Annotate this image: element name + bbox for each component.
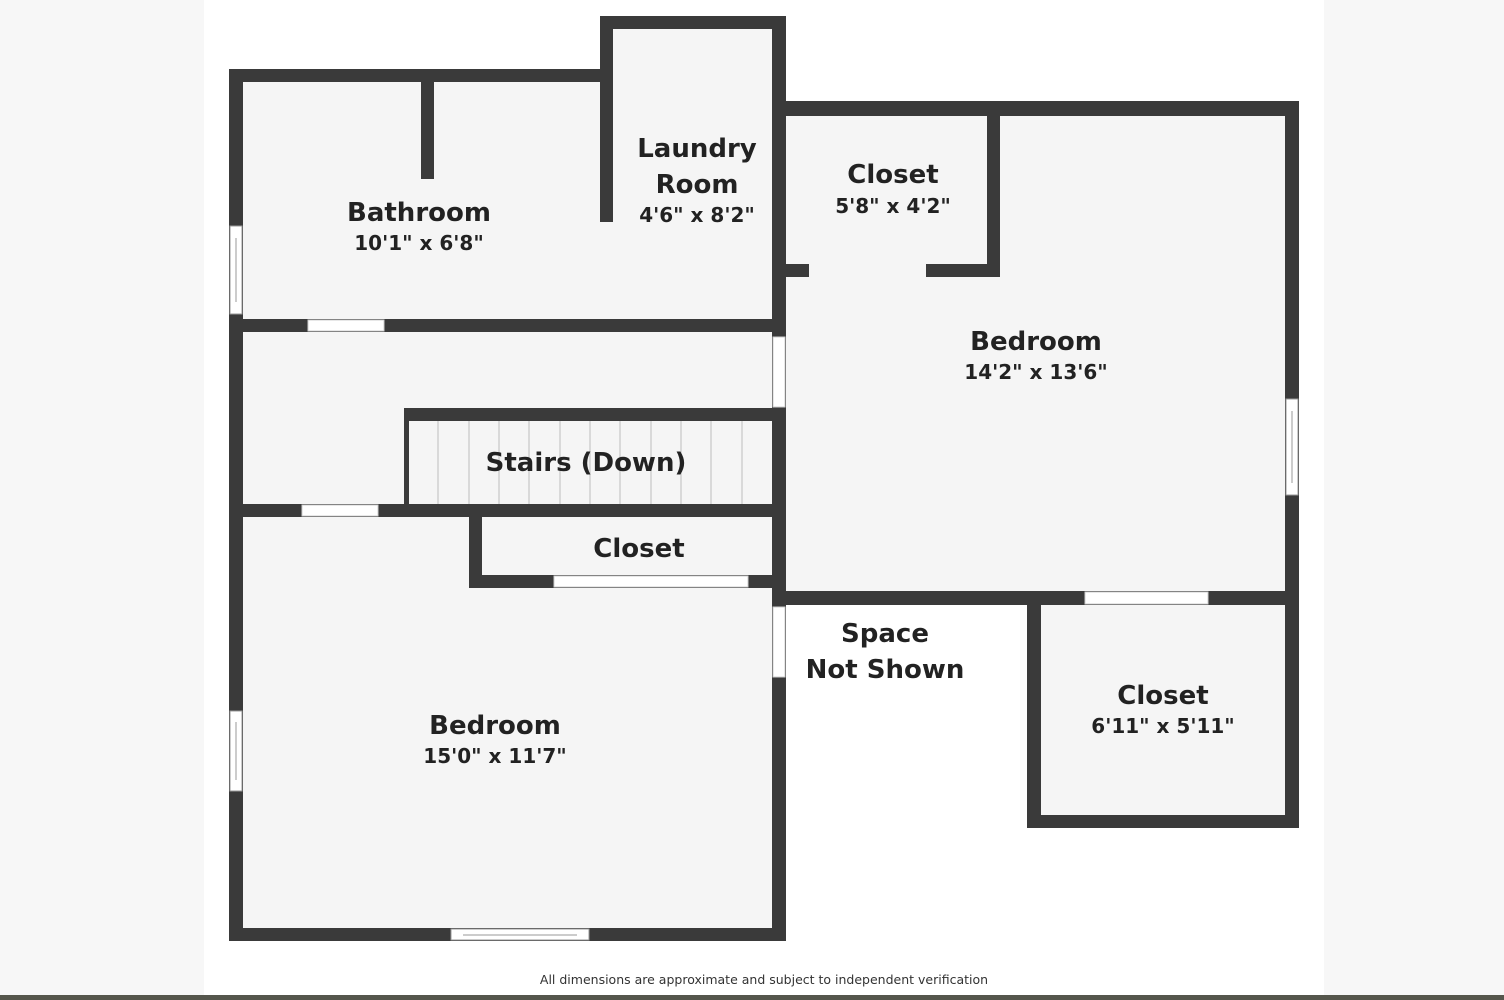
wall bbox=[779, 264, 809, 277]
dims-bathroom: 10'1" x 6'8" bbox=[354, 231, 484, 255]
label-closet-mid: Closet bbox=[593, 534, 684, 564]
wall bbox=[772, 16, 786, 941]
wall bbox=[229, 69, 607, 82]
label-closet-right: Closet bbox=[1117, 681, 1208, 711]
disclaimer-text: All dimensions are approximate and subje… bbox=[539, 972, 989, 987]
dims-closet-right: 6'11" x 5'11" bbox=[1091, 714, 1234, 738]
room-labels: Bathroom 10'1" x 6'8" Laundry Room 4'6" … bbox=[347, 134, 1235, 768]
dims-bedroom-right: 14'2" x 13'6" bbox=[964, 360, 1107, 384]
doorway bbox=[307, 319, 385, 332]
label-space-1: Space bbox=[841, 619, 929, 649]
wall bbox=[404, 408, 409, 511]
doorway bbox=[772, 336, 786, 408]
wall bbox=[600, 16, 786, 29]
wall bbox=[1027, 815, 1299, 828]
label-space-2: Not Shown bbox=[806, 655, 965, 685]
label-bathroom: Bathroom bbox=[347, 198, 491, 228]
doorway bbox=[772, 606, 786, 678]
bottom-bar bbox=[0, 995, 1504, 1000]
wall bbox=[404, 408, 786, 421]
wall bbox=[987, 108, 1000, 277]
label-laundry-2: Room bbox=[656, 170, 739, 200]
label-laundry-1: Laundry bbox=[637, 134, 757, 164]
wall bbox=[926, 264, 1000, 277]
stair-treads bbox=[437, 421, 743, 505]
label-closet-top: Closet bbox=[847, 160, 938, 190]
floor-closet-right bbox=[1034, 598, 1292, 822]
wall bbox=[421, 76, 434, 179]
floor-bedroom-right bbox=[779, 108, 1292, 598]
label-stairs: Stairs (Down) bbox=[486, 448, 687, 478]
wall bbox=[1027, 591, 1041, 828]
floors bbox=[236, 22, 1292, 934]
wall bbox=[469, 504, 482, 588]
doorway bbox=[301, 504, 379, 517]
wall bbox=[779, 101, 1299, 116]
label-bedroom-right: Bedroom bbox=[970, 327, 1102, 357]
wall bbox=[600, 16, 613, 222]
dims-closet-top: 5'8" x 4'2" bbox=[835, 194, 951, 218]
doorway bbox=[1084, 591, 1209, 605]
door-openings bbox=[301, 319, 1209, 678]
dims-laundry: 4'6" x 8'2" bbox=[639, 203, 755, 227]
label-bedroom-left: Bedroom bbox=[429, 711, 561, 741]
doorway bbox=[553, 575, 749, 588]
windows bbox=[229, 225, 1299, 941]
floor-laundry bbox=[606, 22, 779, 325]
dims-bedroom-left: 15'0" x 11'7" bbox=[423, 744, 566, 768]
